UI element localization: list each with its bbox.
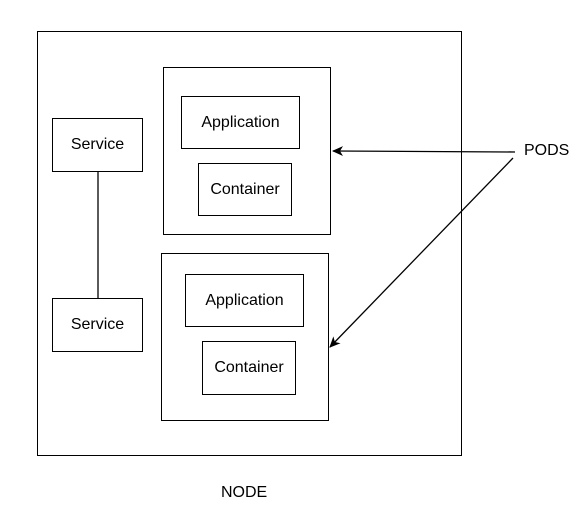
service-label: Service bbox=[70, 316, 125, 333]
service-label: Service bbox=[70, 136, 125, 153]
container-box-bottom: Container bbox=[202, 341, 296, 395]
application-box-bottom: Application bbox=[185, 274, 304, 327]
service-box-top: Service bbox=[52, 118, 143, 172]
node-label: NODE bbox=[221, 484, 268, 501]
application-label: Application bbox=[201, 113, 280, 131]
container-label: Container bbox=[210, 180, 280, 198]
application-box-top: Application bbox=[181, 96, 300, 149]
service-box-bottom: Service bbox=[52, 298, 143, 352]
application-label: Application bbox=[205, 291, 284, 309]
container-box-top: Container bbox=[198, 163, 292, 216]
container-label: Container bbox=[214, 359, 284, 376]
pods-label: PODS bbox=[524, 142, 570, 159]
